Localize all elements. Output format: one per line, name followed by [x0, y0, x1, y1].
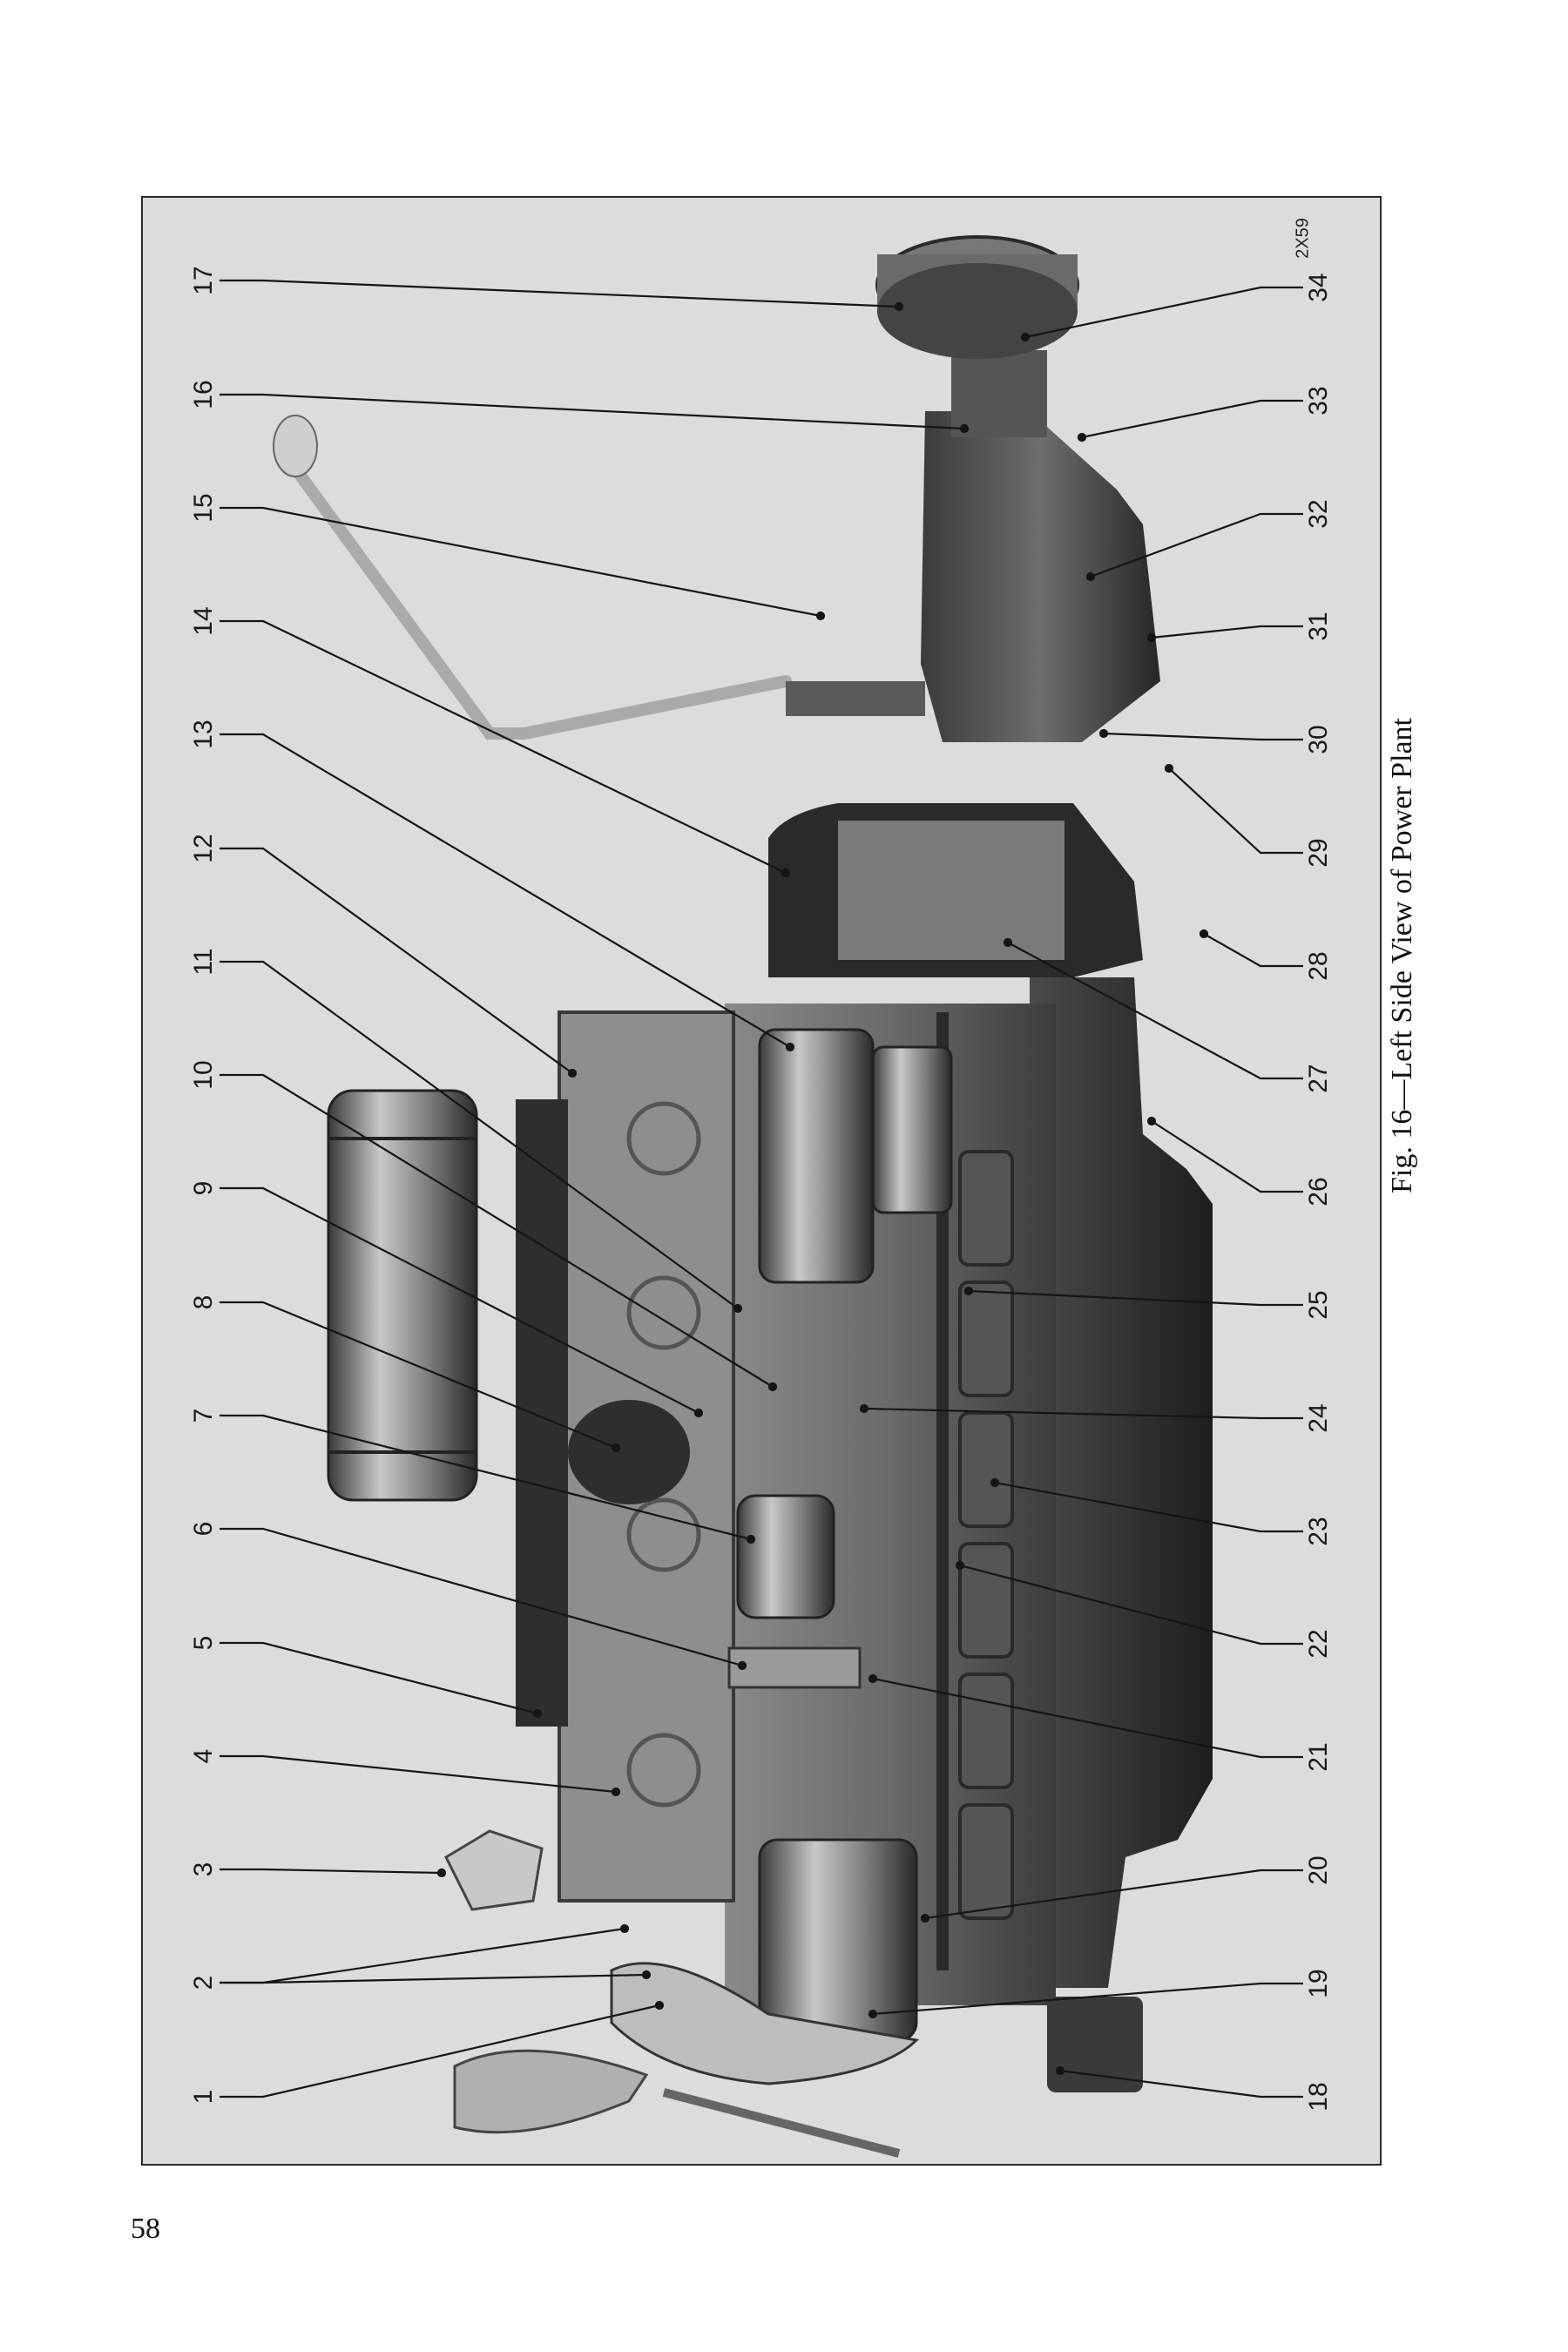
callout-label-16: 16: [189, 380, 218, 409]
callout-label-10: 10: [189, 1060, 218, 1090]
callout-label-11: 11: [189, 948, 218, 976]
callout-label-31: 31: [1304, 612, 1333, 641]
callout-label-20: 20: [1304, 1855, 1333, 1885]
callout-label-24: 24: [1304, 1403, 1333, 1433]
starter: [758, 1028, 875, 1284]
callout-label-9: 9: [189, 1180, 218, 1196]
callout-label-2: 2: [189, 1975, 218, 1990]
engine-illustration: [220, 235, 1303, 2158]
callout-label-34: 34: [1304, 273, 1333, 302]
distributor: [568, 1400, 690, 1504]
callout-label-25: 25: [1304, 1290, 1333, 1320]
callout-label-14: 14: [189, 606, 218, 636]
callout-label-28: 28: [1304, 951, 1333, 981]
callout-label-33: 33: [1304, 386, 1333, 416]
figure-caption: Fig. 16—Left Side View of Power Plant: [1386, 717, 1418, 1193]
fan-belt: [610, 1962, 920, 2085]
callout-label-1: 1: [189, 2089, 218, 2105]
generator: [758, 1838, 918, 2042]
callout-label-4: 4: [189, 1748, 218, 1764]
callout-label-8: 8: [189, 1294, 218, 1310]
callout-label-22: 22: [1304, 1629, 1333, 1659]
fan-blade: [453, 2049, 649, 2134]
callout-label-6: 6: [189, 1521, 218, 1537]
callout-label-21: 21: [1304, 1742, 1333, 1772]
transmission: [921, 411, 1160, 742]
callout-label-23: 23: [1304, 1517, 1333, 1546]
callout-label-27: 27: [1304, 1064, 1333, 1093]
callout-label-15: 15: [189, 493, 218, 523]
callout-label-5: 5: [189, 1635, 218, 1651]
callout-label-13: 13: [189, 720, 218, 749]
shift-lever: [292, 466, 792, 740]
figure-code: 2X59: [1293, 218, 1313, 259]
callout-label-19: 19: [1304, 1969, 1333, 1998]
callout-label-12: 12: [189, 834, 218, 863]
callout-label-3: 3: [189, 1862, 218, 1877]
callout-label-29: 29: [1304, 838, 1333, 868]
callout-label-30: 30: [1304, 725, 1333, 754]
callout-label-17: 17: [189, 266, 218, 295]
callout-label-26: 26: [1304, 1177, 1333, 1206]
page-number: 58: [131, 2213, 160, 2245]
callout-label-7: 7: [189, 1408, 218, 1423]
oil-pan: [1030, 977, 1213, 1988]
callout-label-32: 32: [1304, 499, 1333, 529]
oil-filter: [327, 1089, 478, 1502]
coil: [736, 1494, 835, 1619]
leader-lines: [220, 279, 1303, 2099]
callout-label-18: 18: [1304, 2082, 1333, 2112]
water-outlet: [444, 1829, 544, 1911]
